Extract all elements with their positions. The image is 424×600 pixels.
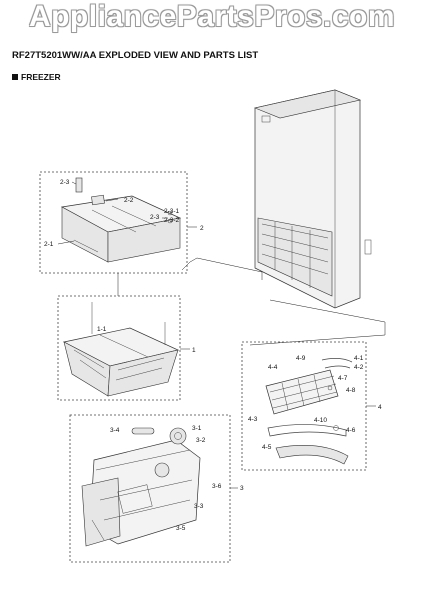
callout-4-7: 4-7 [338, 375, 348, 382]
callout-1-1: 1-1 [97, 326, 107, 333]
callout-4-10: 4-10 [314, 417, 327, 424]
callout-2-2: 2-2 [124, 197, 134, 204]
section-label: FREEZER [12, 72, 61, 82]
group-1-freezer-basket [57, 295, 190, 401]
page-title: RF27T5201WW/AA EXPLODED VIEW AND PARTS L… [12, 50, 259, 61]
group-2-upper-drawer [39, 171, 197, 274]
callout-2-3-1: 2-3-1 [164, 208, 180, 215]
callout-2: 2 [200, 225, 204, 232]
callout-4-5: 4-5 [262, 444, 272, 451]
callout-4-4: 4-4 [268, 364, 278, 371]
callout-4: 4 [378, 404, 382, 411]
callout-2-3: 2-3 [60, 179, 70, 186]
callout-3-1: 3-1 [192, 425, 202, 432]
bullet-square-icon [12, 74, 18, 80]
callout-4-2: 4-2 [354, 364, 364, 371]
callout-3-2: 3-2 [196, 437, 206, 444]
callout-4-6: 4-6 [346, 427, 356, 434]
callout-3: 3 [240, 485, 244, 492]
callout-2-3-2: 2-3-2 [164, 217, 180, 224]
callout-1: 1 [192, 347, 196, 354]
section-label-text: FREEZER [21, 72, 61, 82]
callout-3-5: 3-5 [176, 525, 186, 532]
callout-2-3-b: 2-3 [150, 214, 160, 221]
callouts: 2-3 2-2 2-3 2-3-1 2-3-2 2 2-1 1-1 1 4-9 … [44, 179, 382, 532]
refrigerator-cabinet [253, 89, 372, 309]
group-3-rear-panel [69, 414, 238, 563]
callout-4-3: 4-3 [248, 416, 258, 423]
watermark: AppliancePartsPros.com [28, 0, 396, 33]
callout-3-4: 3-4 [110, 427, 120, 434]
callout-4-8: 4-8 [346, 387, 356, 394]
callout-3-6: 3-6 [212, 483, 222, 490]
callout-4-9: 4-9 [296, 355, 306, 362]
callout-2-1: 2-1 [44, 241, 54, 248]
group-4-evaporator-assembly [241, 341, 376, 471]
callout-3-3: 3-3 [194, 503, 204, 510]
callout-4-1: 4-1 [354, 355, 364, 362]
